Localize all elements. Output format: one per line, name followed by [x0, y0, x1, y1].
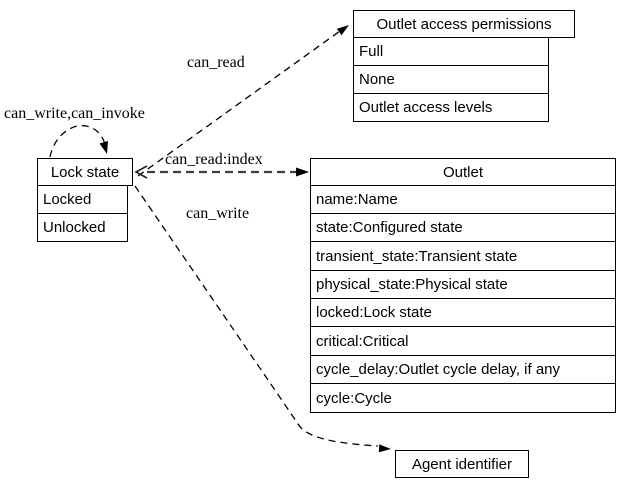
outlet-row-physical-state: physical_state:Physical state: [310, 270, 616, 299]
edge-can-read-index-arrowhead-left: [134, 165, 148, 179]
edge-can-read-arrowhead: [336, 25, 349, 36]
lock-state-title: Lock state: [37, 158, 133, 186]
lock-state-row-locked: Locked: [37, 185, 128, 214]
edge-can-write: [134, 185, 379, 447]
edge-label-can-read-index: can_read:index: [165, 151, 263, 168]
edge-can-read-index-arrowhead-right: [296, 167, 309, 177]
outlet-row-cycle-delay: cycle_delay:Outlet cycle delay, if any: [310, 355, 616, 384]
outlet-row-name: name:Name: [310, 185, 616, 214]
edge-self-loop: [49, 124, 107, 158]
edge-self-loop-arrowhead: [99, 141, 108, 154]
outlet-row-state: state:Configured state: [310, 213, 616, 242]
outlet-access-permissions-row-levels: Outlet access levels: [353, 93, 549, 122]
edge-can-read: [137, 30, 341, 177]
outlet-title: Outlet: [310, 158, 616, 186]
edge-label-can-write-can-invoke: can_write,can_invoke: [4, 105, 145, 122]
edge-label-can-read: can_read: [187, 54, 245, 71]
outlet-access-permissions-title: Outlet access permissions: [353, 10, 575, 38]
lock-state-row-unlocked: Unlocked: [37, 213, 128, 242]
outlet-row-locked: locked:Lock state: [310, 298, 616, 327]
edge-label-can-write: can_write: [186, 205, 250, 222]
outlet-access-permissions-row-none: None: [353, 65, 549, 94]
agent-identifier-title: Agent identifier: [395, 450, 529, 478]
outlet-row-transient-state: transient_state:Transient state: [310, 241, 616, 271]
outlet-row-critical: critical:Critical: [310, 326, 616, 356]
edge-can-write-arrowhead: [378, 444, 391, 453]
outlet-access-permissions-row-full: Full: [353, 37, 549, 66]
outlet-row-cycle: cycle:Cycle: [310, 383, 616, 413]
